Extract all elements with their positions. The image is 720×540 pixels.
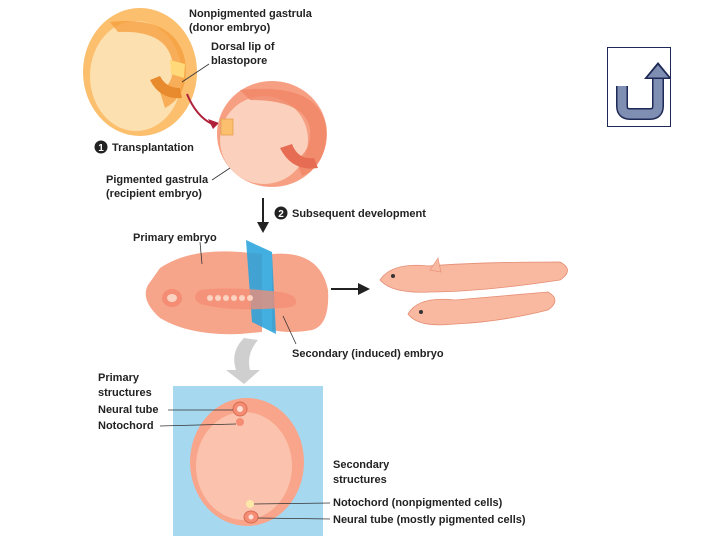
secondary-embryo-label: Secondary (induced) embryo bbox=[292, 348, 444, 360]
blastopore-label: blastopore bbox=[211, 55, 267, 67]
donor-gastrula bbox=[83, 8, 197, 136]
secondary-structures-label-2: structures bbox=[333, 474, 387, 486]
return-arrow-icon bbox=[616, 62, 672, 120]
nonpigmented-gastrula-label: Nonpigmented gastrula bbox=[189, 8, 313, 20]
subsequent-development-label: Subsequent development bbox=[292, 208, 426, 220]
neural-tube-secondary-label: Neural tube (mostly pigmented cells) bbox=[333, 514, 526, 526]
neural-tube-secondary-pointer bbox=[257, 517, 331, 520]
recipient-gastrula bbox=[217, 81, 327, 187]
notochord-secondary-pointer bbox=[253, 502, 331, 505]
notochord-label: Notochord bbox=[98, 420, 154, 432]
step2-badge: 2 bbox=[274, 206, 288, 220]
back-button[interactable] bbox=[607, 47, 672, 127]
cross-section bbox=[173, 386, 323, 536]
secondary-embryo-pointer bbox=[282, 315, 297, 345]
transplant-arrow bbox=[186, 93, 219, 129]
dorsal-lip-pointer bbox=[181, 63, 210, 83]
donor-embryo-label: (donor embryo) bbox=[189, 22, 271, 34]
transplantation-label: Transplantation bbox=[112, 142, 194, 154]
step1-number: 1 bbox=[98, 143, 104, 154]
primary-embryo-pointer bbox=[199, 241, 203, 265]
notochord-secondary-label: Notochord (nonpigmented cells) bbox=[333, 497, 503, 509]
result-arrow bbox=[331, 283, 370, 295]
dorsal-lip-label: Dorsal lip of bbox=[211, 41, 275, 53]
pigmented-pointer bbox=[211, 167, 231, 181]
step2-number: 2 bbox=[278, 209, 284, 220]
primary-structures-label-2: structures bbox=[98, 387, 152, 399]
secondary-structures-label: Secondary bbox=[333, 459, 390, 471]
neural-tube-label: Neural tube bbox=[98, 404, 159, 416]
primary-embryo-label: Primary embryo bbox=[133, 232, 217, 244]
twin-tadpoles bbox=[379, 257, 568, 326]
notochord-pointer bbox=[159, 423, 237, 427]
recipient-embryo-label: (recipient embryo) bbox=[106, 188, 202, 200]
section-arrow bbox=[226, 338, 260, 384]
primary-embryo bbox=[145, 240, 329, 335]
pigmented-gastrula-label: Pigmented gastrula bbox=[106, 174, 209, 186]
development-arrow bbox=[257, 198, 269, 233]
step1-badge: 1 bbox=[94, 140, 108, 154]
primary-structures-label: Primary bbox=[98, 372, 140, 384]
